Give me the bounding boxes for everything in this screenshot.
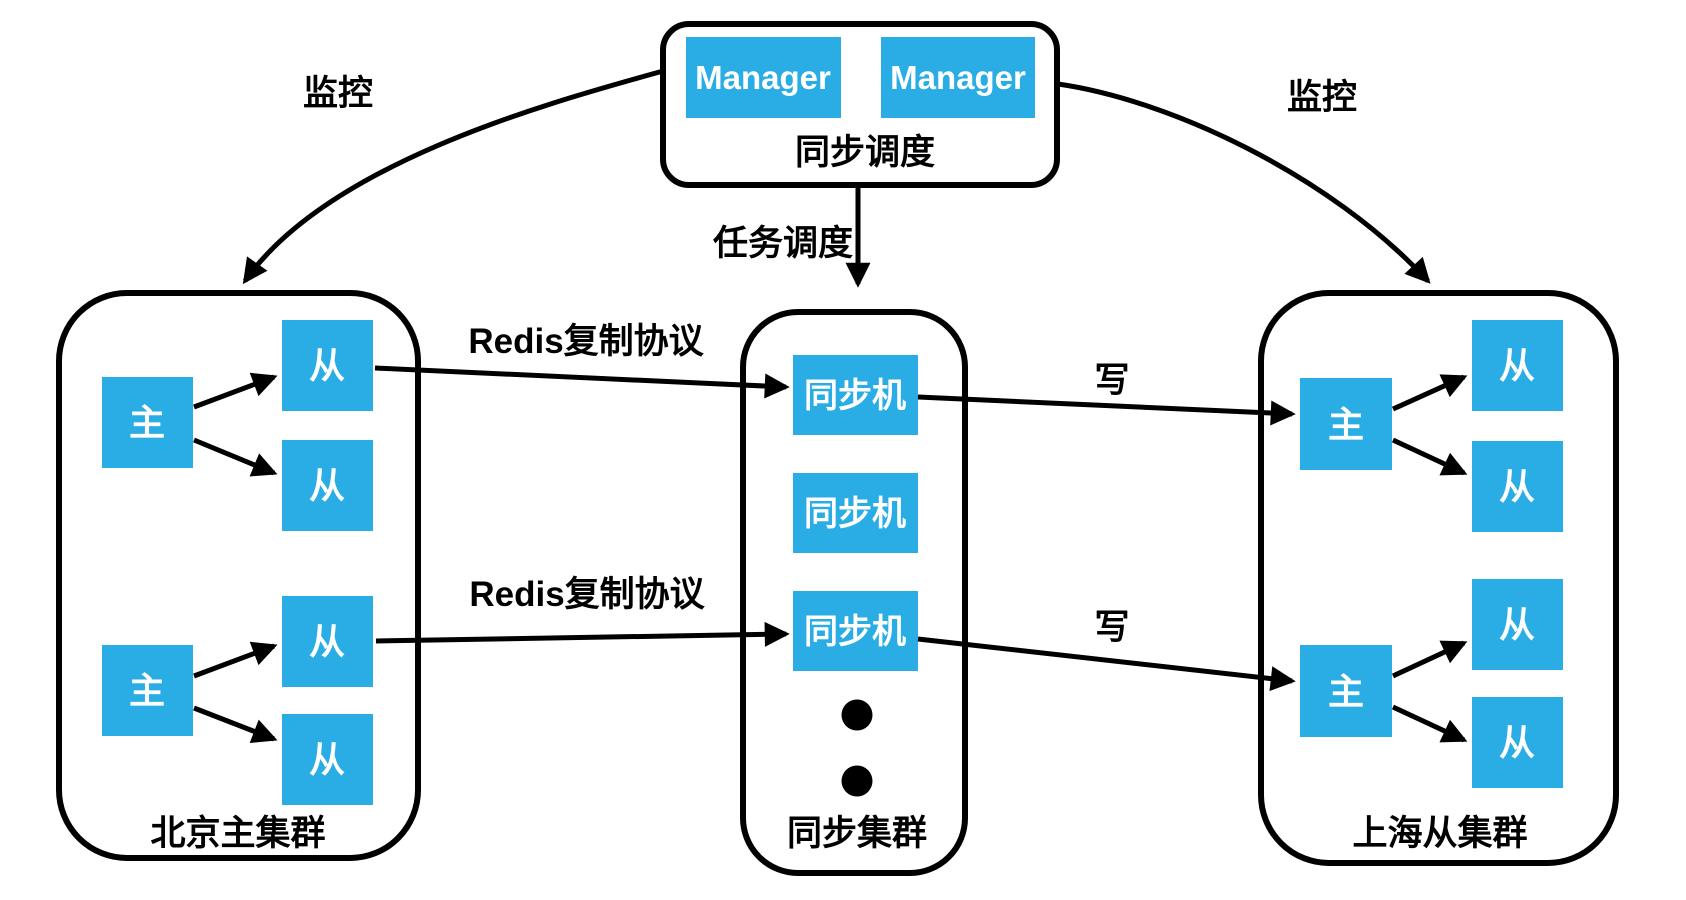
redis-protocol-top-label: Redis复制协议 — [468, 322, 704, 361]
manager-node-2 — [881, 37, 1035, 118]
write-top-label: 写 — [1094, 361, 1129, 400]
sync-cluster-frame — [740, 309, 968, 876]
shanghai-slave-3 — [1472, 579, 1563, 670]
beijing-slave-4-label: 从 — [309, 739, 345, 780]
ellipsis-dot-1 — [841, 699, 873, 731]
arrow-sh-master2-slave3 — [1391, 640, 1468, 679]
monitor-left-label: 监控 — [303, 74, 373, 113]
arrow-monitor-left — [242, 68, 664, 285]
shanghai-slave-1-label: 从 — [1499, 345, 1535, 386]
shanghai-master-1-label: 主 — [1328, 404, 1364, 445]
arrow-bj-master2-slave3 — [193, 641, 278, 679]
shanghai-cluster-frame — [1258, 290, 1619, 866]
write-bottom-label: 写 — [1094, 608, 1129, 647]
arrow-bj-master1-slave2 — [193, 437, 278, 477]
beijing-cluster-frame — [56, 290, 421, 861]
ellipsis-dot-2 — [841, 765, 873, 797]
arrow-sh-master1-slave2 — [1391, 437, 1468, 476]
shanghai-slave-4 — [1472, 697, 1563, 788]
sync-scheduler-panel — [660, 21, 1060, 188]
beijing-slave-1-label: 从 — [309, 345, 345, 386]
beijing-slave-1 — [282, 320, 373, 411]
sync-machine-2 — [793, 473, 918, 553]
arrow-monitor-right — [1057, 81, 1431, 284]
arrow-redis-protocol-top — [374, 365, 790, 399]
shanghai-slave-4-label: 从 — [1499, 722, 1535, 763]
arrow-write-bottom — [917, 636, 1296, 692]
sync-machine-2-label: 同步机 — [804, 495, 906, 533]
monitor-right-label: 监控 — [1287, 78, 1357, 117]
arrow-sh-master1-slave1 — [1391, 374, 1468, 412]
beijing-master-2-label: 主 — [129, 670, 165, 711]
arrow-redis-protocol-bottom — [375, 621, 790, 647]
sync-cluster-label: 同步集群 — [787, 814, 927, 853]
beijing-slave-4 — [282, 714, 373, 805]
beijing-slave-2 — [282, 440, 373, 531]
shanghai-master-1 — [1300, 378, 1392, 470]
redis-protocol-bottom-label: Redis复制协议 — [469, 575, 705, 614]
sync-machine-1 — [793, 355, 918, 435]
shanghai-master-2 — [1300, 645, 1392, 737]
arrow-bj-master1-slave1 — [193, 372, 278, 410]
beijing-cluster-label: 北京主集群 — [150, 813, 325, 853]
beijing-slave-3-label: 从 — [309, 621, 345, 662]
sync-scheduler-label: 同步调度 — [795, 133, 935, 172]
shanghai-slave-2-label: 从 — [1499, 466, 1535, 507]
sync-machine-3 — [793, 591, 918, 671]
sync-machine-1-label: 同步机 — [804, 377, 906, 415]
arrow-write-top — [917, 394, 1296, 426]
sync-machine-3-label: 同步机 — [804, 613, 906, 651]
beijing-slave-2-label: 从 — [309, 465, 345, 506]
shanghai-slave-1 — [1472, 320, 1563, 411]
manager-1-label: Manager — [695, 59, 831, 96]
shanghai-slave-3-label: 从 — [1499, 604, 1535, 645]
arrow-bj-master2-slave4 — [193, 705, 278, 743]
shanghai-cluster-label: 上海从集群 — [1352, 814, 1527, 853]
shanghai-slave-2 — [1472, 441, 1563, 532]
task-schedule-label: 任务调度 — [713, 224, 853, 263]
beijing-master-1 — [102, 377, 193, 468]
shanghai-master-2-label: 主 — [1328, 671, 1364, 712]
beijing-master-2 — [102, 645, 193, 736]
beijing-master-1-label: 主 — [129, 402, 165, 443]
manager-2-label: Manager — [890, 59, 1026, 96]
manager-node-1 — [686, 37, 841, 118]
beijing-slave-3 — [282, 596, 373, 687]
arrow-sh-master2-slave4 — [1391, 704, 1468, 743]
